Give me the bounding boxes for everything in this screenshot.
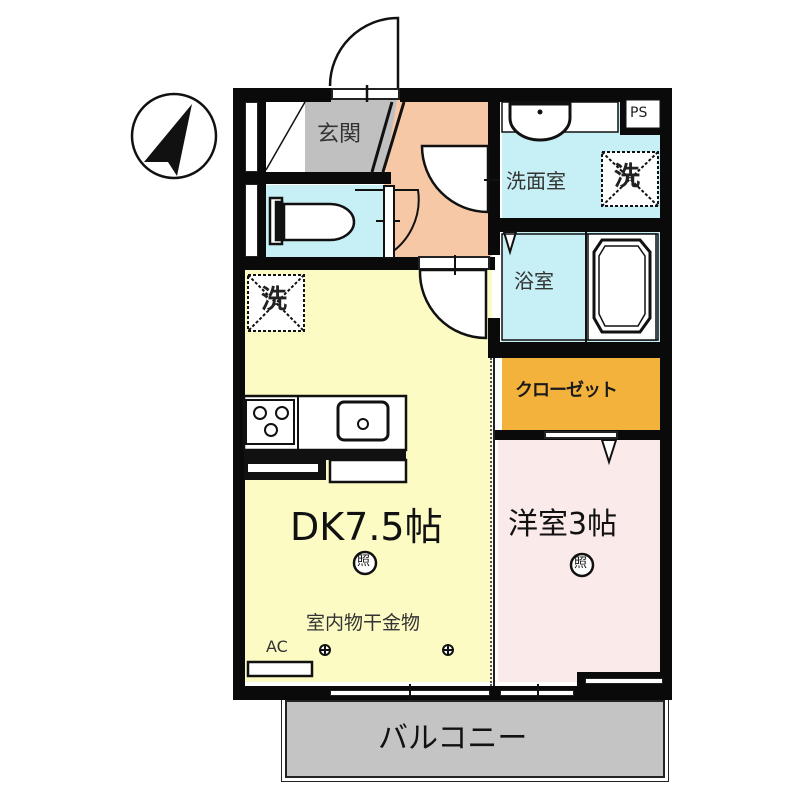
balcony-floor [282, 697, 668, 781]
outer-wall-right [660, 88, 672, 700]
wall-washroom-bath [500, 218, 665, 232]
toilet-door-swing-icon [355, 185, 420, 259]
compass-north-arrow-icon [130, 92, 218, 180]
outer-wall-top-right [400, 88, 672, 102]
washroom-door-swing-icon [420, 144, 500, 214]
washer-washroom-label: 洗 [614, 162, 641, 192]
entrance-door-opening [331, 88, 400, 100]
drying-rack-label: 室内物干金物 [306, 612, 421, 634]
dk-label: DK7.5帖 [290, 505, 443, 549]
closet-label: クローゼット [515, 380, 618, 401]
stove-icon [245, 399, 295, 445]
dk-light-label: 照 [357, 554, 371, 569]
wash-basin-icon [501, 101, 619, 142]
washroom-label: 洗面室 [506, 169, 566, 193]
dk-door-swing-icon [418, 255, 488, 340]
balcony-label: バルコニー [378, 721, 528, 756]
washer-pan-dk-icon [247, 274, 305, 332]
toilet-icon [268, 196, 356, 246]
kitchen-sink-icon [336, 400, 390, 442]
ac-unit-icon [246, 660, 314, 678]
ceiling-light-dk-icon [352, 550, 378, 576]
wall-center-vertical-top [488, 95, 500, 255]
closet-floor [502, 358, 660, 430]
bath-label: 浴室 [514, 269, 554, 293]
entrance-door-swing-icon [328, 16, 400, 102]
shoebox-window [245, 102, 258, 172]
washer-pan-washroom-icon [601, 151, 659, 207]
wall-dk-western-divider [490, 358, 495, 686]
entrance-label: 玄関 [317, 122, 362, 147]
wall-shoebox-divider [258, 100, 266, 270]
wall-entrance-bottom [245, 172, 391, 184]
wall-bath-closet [488, 342, 672, 358]
ps-label: PS [630, 105, 648, 121]
western-room-label: 洋室3帖 [508, 507, 618, 542]
bathtub-icon [587, 233, 657, 341]
ac-label: AC [266, 637, 288, 656]
washer-dk-label: 洗 [261, 285, 288, 315]
ceiling-light-western-icon [569, 552, 595, 578]
western-light-label: 照 [574, 556, 588, 571]
toilet-window [245, 184, 258, 257]
drying-rack-hook-icon [319, 644, 454, 656]
closet-door-opening [544, 431, 618, 439]
entrance-floor [305, 100, 400, 172]
outer-wall-left [233, 88, 245, 700]
outer-wall-top-left [233, 88, 331, 102]
western-window-right [585, 678, 663, 684]
